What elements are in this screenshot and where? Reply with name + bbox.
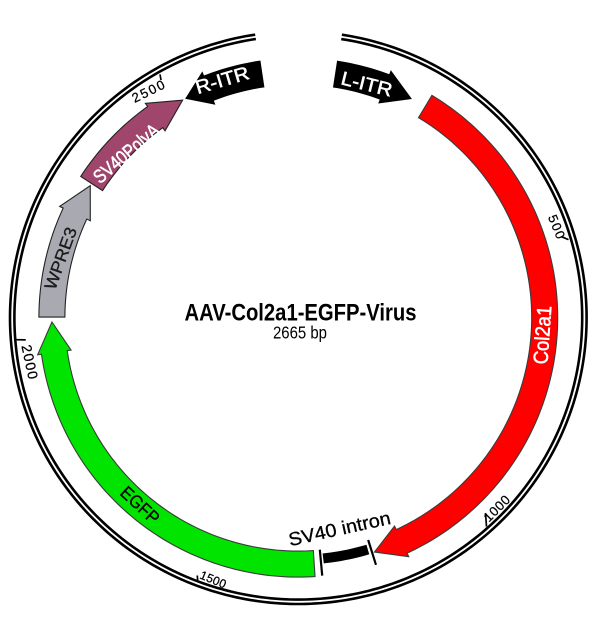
svg-text:Col2a1: Col2a1 — [529, 305, 556, 365]
svg-text:2665 bp: 2665 bp — [273, 322, 327, 342]
